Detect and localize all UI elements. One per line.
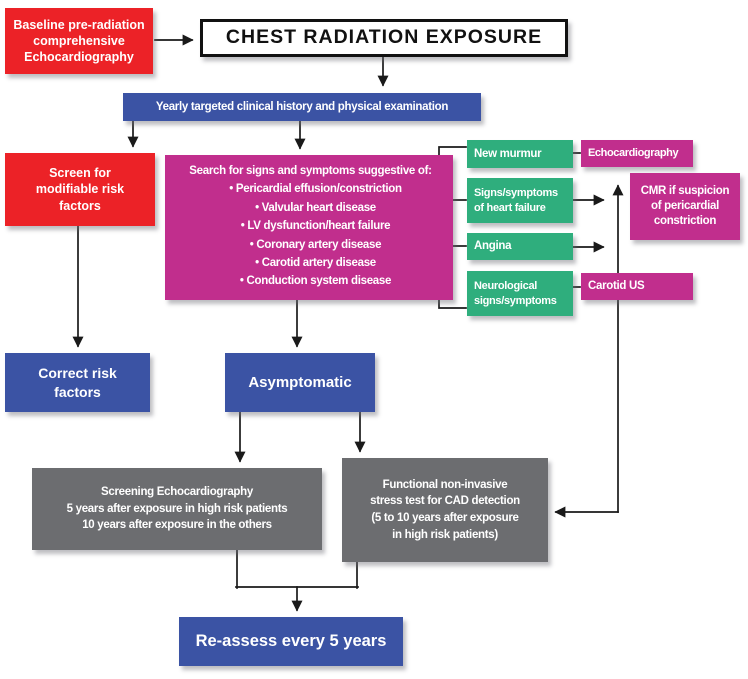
node-echocardiography: Echocardiography	[581, 140, 693, 167]
search-item: • Pericardial effusion/constriction	[229, 183, 402, 196]
search-item: • LV dysfunction/heart failure	[240, 220, 391, 233]
node-reassess-every-5-years: Re-assess every 5 years	[179, 617, 403, 666]
line-search-to-neurological	[438, 298, 467, 309]
node-cmr-pericardial-constriction: CMR if suspicion of pericardial constric…	[630, 173, 740, 240]
search-item: • Conduction system disease	[239, 275, 392, 288]
node-screening-echocardiography: Screening Echocardiography 5 years after…	[32, 468, 322, 550]
search-item-list: • Pericardial effusion/constriction • Va…	[172, 180, 449, 290]
node-carotid-us: Carotid US	[581, 273, 693, 300]
node-yearly-clinical-history: Yearly targeted clinical history and phy…	[123, 93, 481, 121]
node-neurological-signs: Neurological signs/symptoms	[467, 271, 573, 316]
search-item: • Carotid artery disease	[255, 256, 376, 269]
node-search-signs-symptoms: Search for signs and symptoms suggestive…	[165, 155, 453, 300]
node-chest-radiation-exposure: CHEST RADIATION EXPOSURE	[200, 19, 568, 57]
node-baseline-echocardiography: Baseline pre-radiation comprehensive Ech…	[5, 8, 153, 74]
node-asymptomatic: Asymptomatic	[225, 353, 375, 412]
search-heading: Search for signs and symptoms suggestive…	[189, 165, 432, 177]
node-angina: Angina	[467, 233, 573, 260]
search-item: • Coronary artery disease	[249, 238, 382, 251]
node-heart-failure-signs: Signs/symptoms of heart failure	[467, 178, 573, 223]
search-item: • Valvular heart disease	[255, 201, 376, 214]
node-new-murmur: New murmur	[467, 140, 573, 168]
line-search-to-new-murmur	[438, 146, 467, 157]
node-functional-stress-test: Functional non-invasive stress test for …	[342, 458, 548, 562]
node-screen-modifiable-risk-factors: Screen for modifiable risk factors	[5, 153, 155, 226]
node-correct-risk-factors: Correct risk factors	[5, 353, 150, 412]
